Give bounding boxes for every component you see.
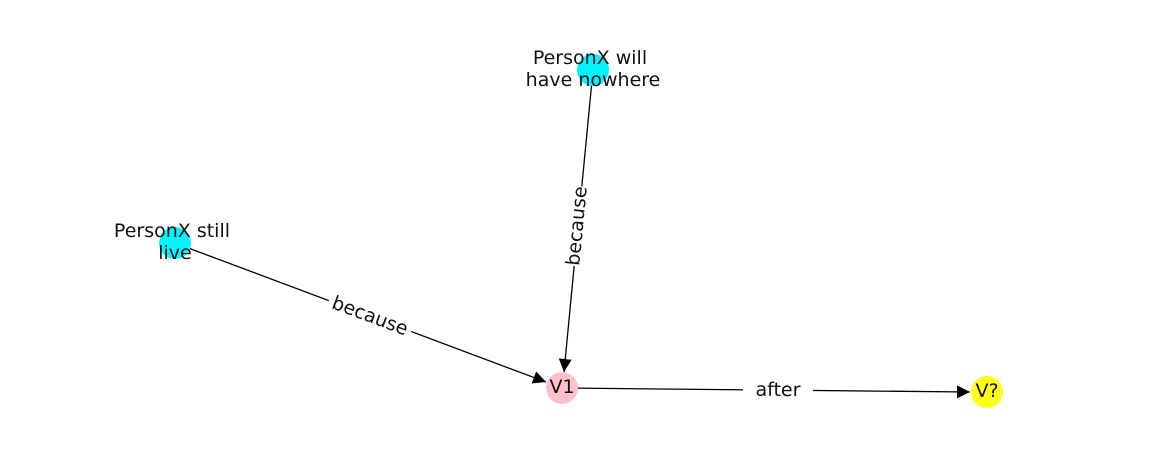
node-label: PersonX still live	[114, 220, 236, 264]
edge-v1-to-vq: after	[561, 375, 971, 405]
node-label-line: PersonX will	[533, 47, 647, 69]
node-circle	[577, 54, 609, 86]
node-circle	[546, 372, 578, 404]
node-label: PersonX will have nowhere	[526, 47, 661, 91]
node-vq: V?	[971, 376, 1003, 408]
edge-will-to-v1: because	[558, 69, 595, 373]
node-personx-will: PersonX will have nowhere	[526, 47, 661, 91]
node-label-line: have nowhere	[526, 69, 661, 91]
edge-label-bg	[559, 184, 595, 268]
node-circle	[971, 376, 1003, 408]
node-label-line: PersonX still	[114, 220, 230, 242]
node-v1: V1	[546, 372, 578, 404]
edge-label-because: because	[329, 292, 411, 340]
node-label-line: live	[158, 242, 192, 264]
edge-label-bg	[323, 287, 417, 345]
edge-still-to-v1: because	[174, 242, 547, 384]
node-personx-still: PersonX still live	[114, 220, 236, 264]
node-label: V1	[549, 376, 574, 398]
edge-label-bg	[742, 375, 814, 405]
node-label: V?	[975, 380, 998, 402]
edge-label-after: after	[755, 379, 800, 401]
node-circle	[159, 227, 191, 259]
